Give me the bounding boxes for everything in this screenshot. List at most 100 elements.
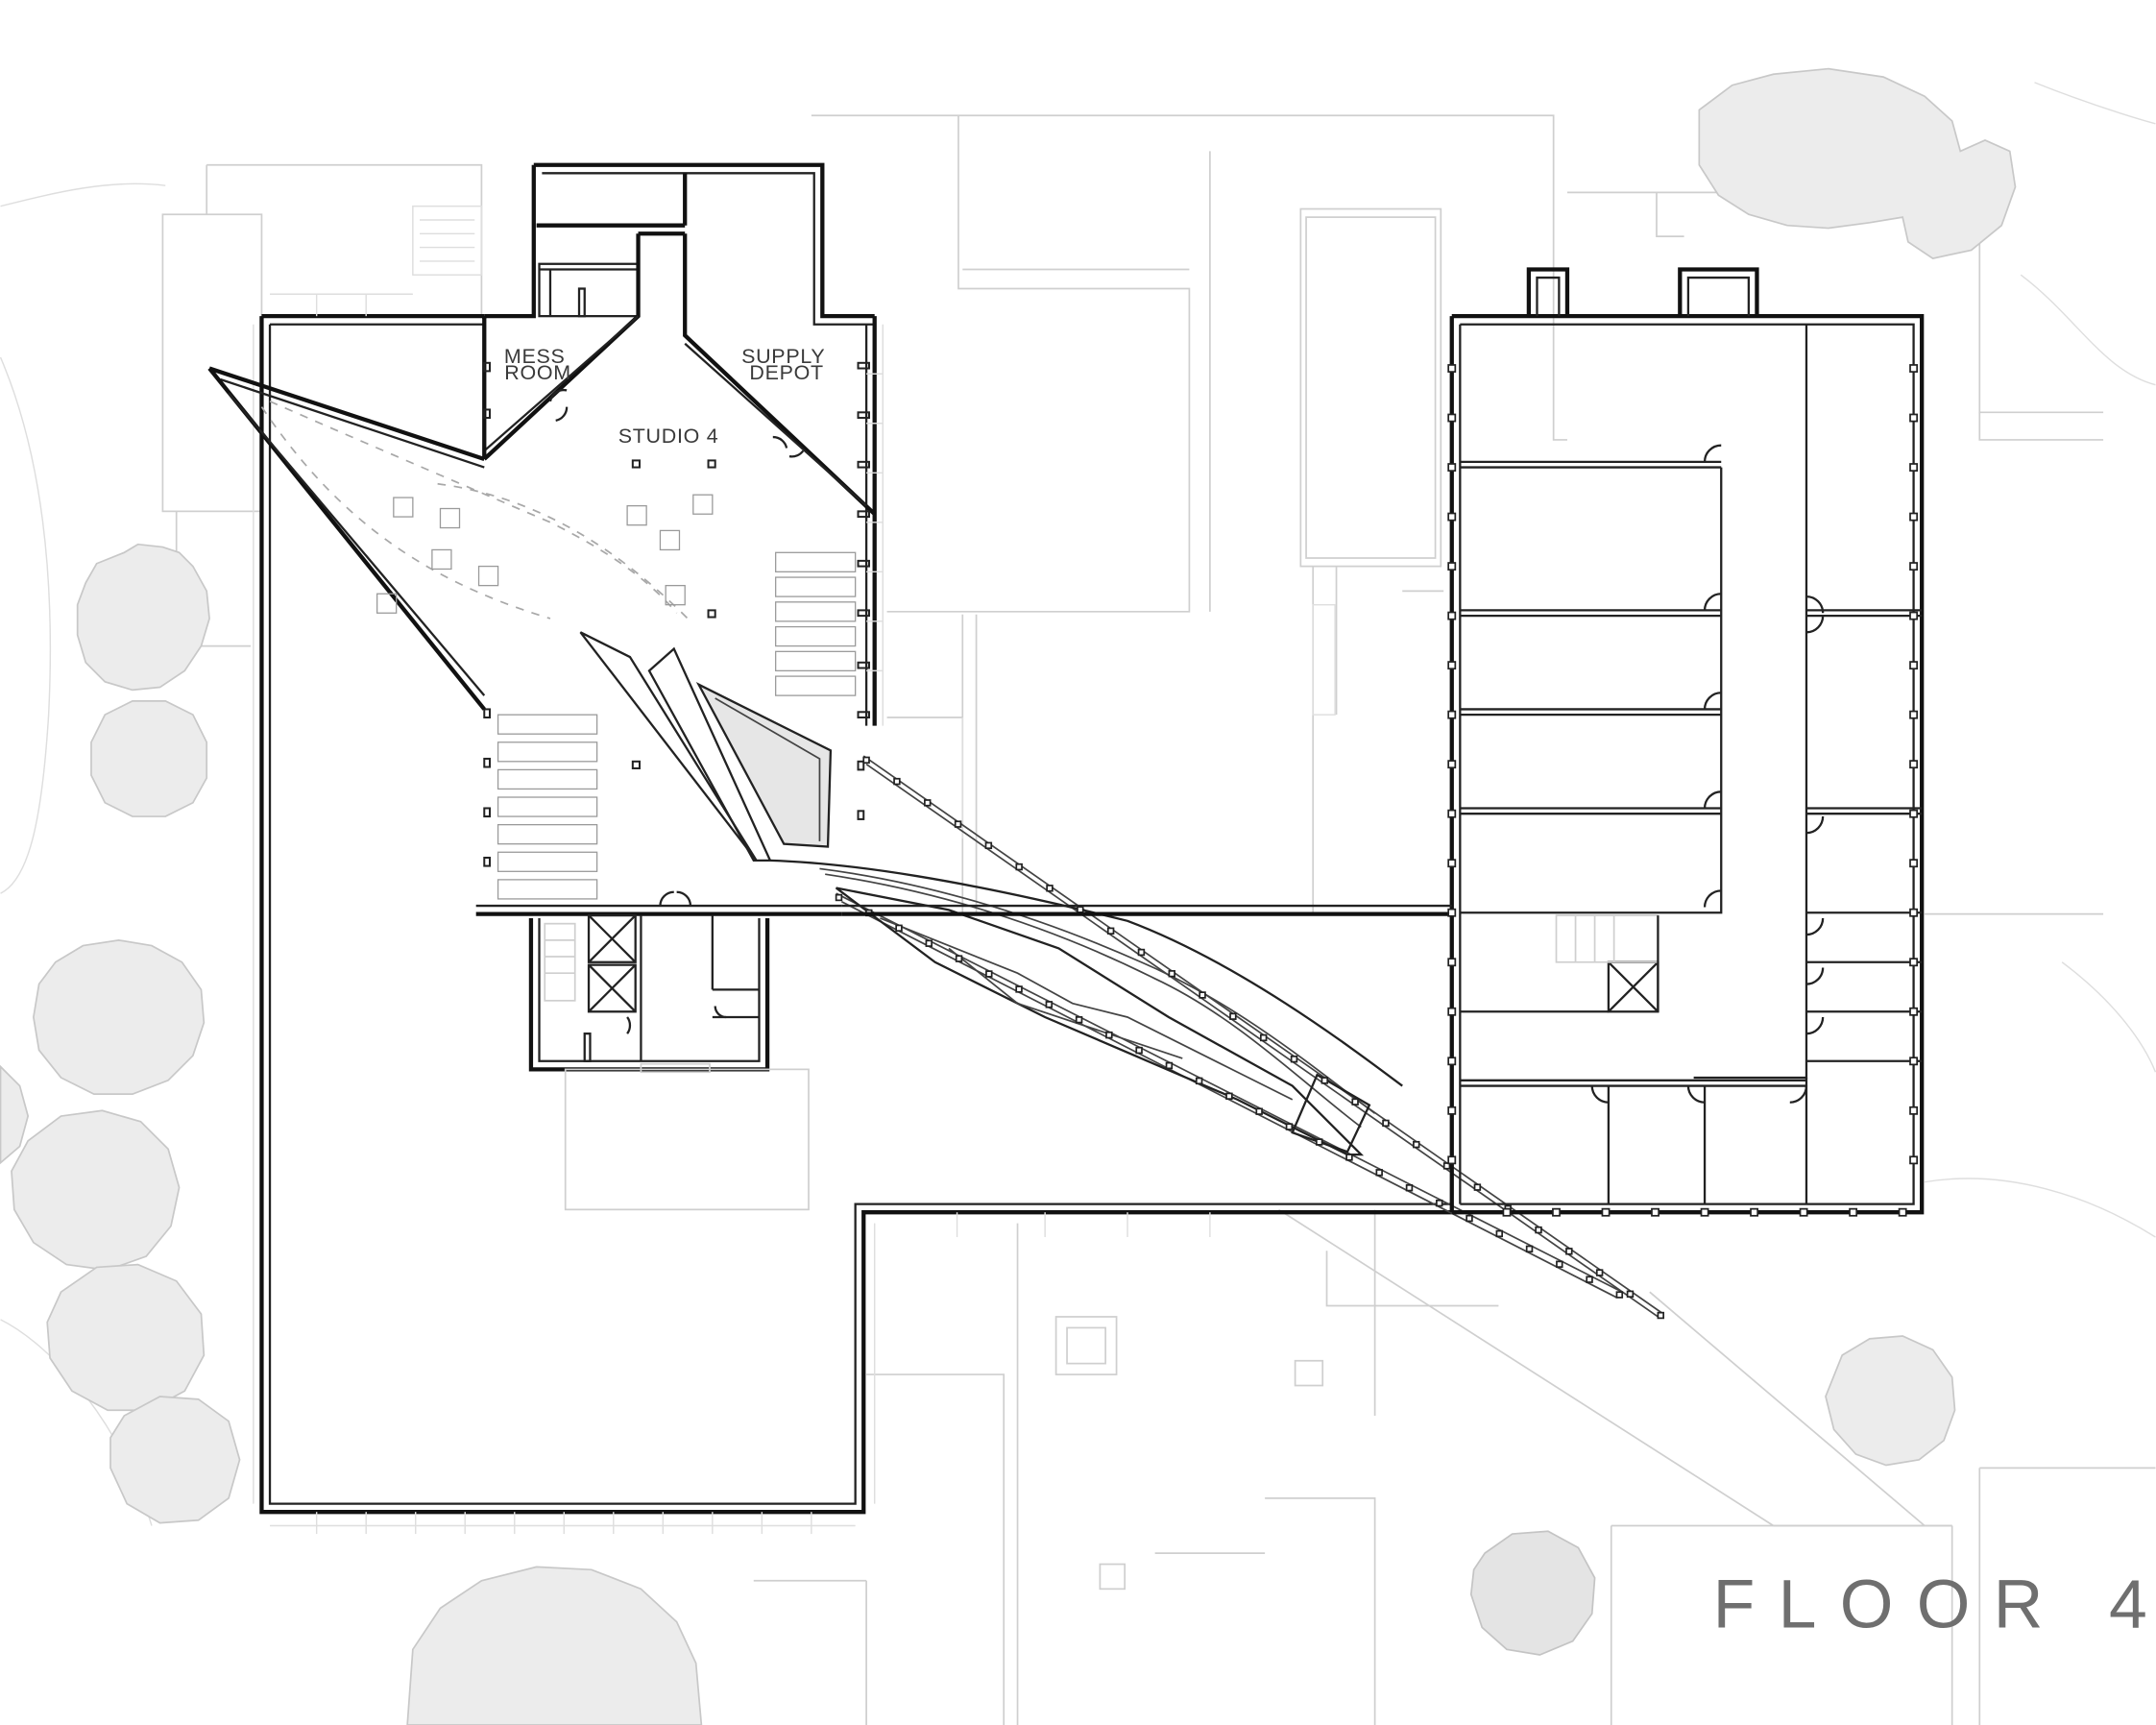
- column: [1849, 1207, 1858, 1217]
- bridge-mullion: [924, 799, 932, 807]
- bridge-mullion: [985, 970, 993, 978]
- door-swings: [548, 388, 805, 458]
- room-label-mess: MESS ROOM: [504, 345, 571, 384]
- bridge-mullion: [1535, 1226, 1542, 1234]
- bridge-mullion: [984, 841, 993, 850]
- tree-icon: [1469, 1530, 1596, 1656]
- column: [1447, 463, 1457, 473]
- bridge-mullion: [1137, 948, 1146, 957]
- bridge-mullion: [1046, 885, 1054, 892]
- tree-icon: [11, 1109, 181, 1272]
- landscape-trees: [0, 67, 2017, 1725]
- bridge-mullion: [1375, 1169, 1383, 1177]
- tree-icon: [33, 938, 206, 1095]
- column: [1909, 562, 1919, 571]
- tree-icon: [0, 1064, 30, 1165]
- column: [1447, 661, 1457, 670]
- tree-icon: [90, 699, 208, 817]
- bridge-mullion: [1436, 1199, 1443, 1207]
- east-building-columns: [1447, 364, 1919, 1217]
- context-buildings: [161, 114, 2156, 1725]
- column: [1909, 1057, 1919, 1066]
- bridge-mullion: [1320, 1077, 1329, 1084]
- bridge-mullion: [1225, 1092, 1233, 1101]
- bridge-mullion: [1075, 1016, 1083, 1024]
- bridge-mullion: [1290, 1055, 1298, 1063]
- column: [1909, 809, 1919, 818]
- column: [1909, 463, 1919, 473]
- bridge-mullion: [1565, 1248, 1573, 1255]
- tree-icon: [1698, 67, 2017, 259]
- column: [1447, 512, 1457, 522]
- bridge-mullions: [835, 756, 1664, 1320]
- bridge-mullion: [1045, 1001, 1054, 1008]
- parapet-panels: [253, 293, 1211, 1535]
- column: [1447, 958, 1457, 967]
- main-core: [475, 890, 842, 1211]
- tree-icon: [1825, 1335, 1956, 1467]
- column: [1909, 661, 1919, 670]
- bridge-mullion: [1168, 970, 1175, 978]
- column: [1909, 413, 1919, 423]
- bridge-mullion: [1077, 906, 1084, 913]
- bridge-mullion: [1382, 1119, 1390, 1128]
- column: [1447, 364, 1457, 373]
- column: [1447, 1105, 1457, 1115]
- bridge-mullion: [1413, 1140, 1420, 1149]
- column: [1552, 1207, 1561, 1217]
- column: [1898, 1207, 1907, 1217]
- column: [1447, 611, 1457, 620]
- bridge-mullion: [1595, 1269, 1604, 1276]
- column: [1700, 1207, 1709, 1217]
- bridge-mullion: [1315, 1138, 1323, 1146]
- column: [1799, 1207, 1808, 1217]
- bridge-mullion: [1495, 1229, 1504, 1238]
- column: [1909, 908, 1919, 917]
- bridge-mullion: [1259, 1033, 1268, 1042]
- bridge-mullion: [1135, 1046, 1143, 1055]
- column: [1750, 1207, 1759, 1217]
- column: [1447, 859, 1457, 868]
- bridge-link: [769, 755, 1664, 1318]
- bridge-mullion: [1657, 1311, 1664, 1320]
- column: [1502, 1207, 1512, 1217]
- column: [1447, 1155, 1457, 1165]
- column: [1909, 364, 1919, 373]
- room-label-supply: SUPPLY DEPOT: [741, 345, 832, 384]
- floor-title: FLOOR 4: [1713, 1566, 2156, 1642]
- column: [1447, 908, 1457, 917]
- bridge-mullion: [835, 893, 843, 902]
- tree-icon: [406, 1566, 703, 1725]
- column: [1447, 1007, 1457, 1016]
- structural-columns: [483, 361, 870, 867]
- bridge-mullion: [1466, 1214, 1473, 1223]
- main-building-walls: [259, 162, 1452, 1515]
- column: [1909, 1007, 1919, 1016]
- room-labels: MESS ROOM SUPPLY DEPOT STUDIO 4: [504, 345, 832, 448]
- column: [1447, 413, 1457, 423]
- column: [1909, 859, 1919, 868]
- bridge-mullion: [1525, 1245, 1534, 1253]
- bridge-mullion: [1015, 985, 1023, 993]
- column: [1447, 1057, 1457, 1066]
- column: [1447, 760, 1457, 769]
- site-context: [0, 82, 2156, 1526]
- bridge-mullion: [1586, 1276, 1593, 1283]
- bridge-mullion: [1626, 1290, 1635, 1299]
- column: [1601, 1207, 1611, 1217]
- bridge-mullion: [1405, 1184, 1414, 1192]
- column: [1909, 512, 1919, 522]
- column: [1909, 710, 1919, 719]
- bridge-mullion: [1345, 1154, 1353, 1161]
- tree-icon: [76, 543, 210, 692]
- bridge-mullion: [1195, 1077, 1203, 1085]
- studio-furniture: [376, 494, 857, 900]
- tree-icon: [109, 1396, 241, 1524]
- bridge-mullion: [1285, 1123, 1294, 1130]
- bridge-mullion: [893, 777, 901, 786]
- bridge-mullion: [1351, 1098, 1359, 1105]
- bridge-mullion: [955, 955, 963, 962]
- bridge-mullion: [1199, 991, 1206, 999]
- bridge-mullion: [895, 924, 903, 933]
- column: [1447, 710, 1457, 719]
